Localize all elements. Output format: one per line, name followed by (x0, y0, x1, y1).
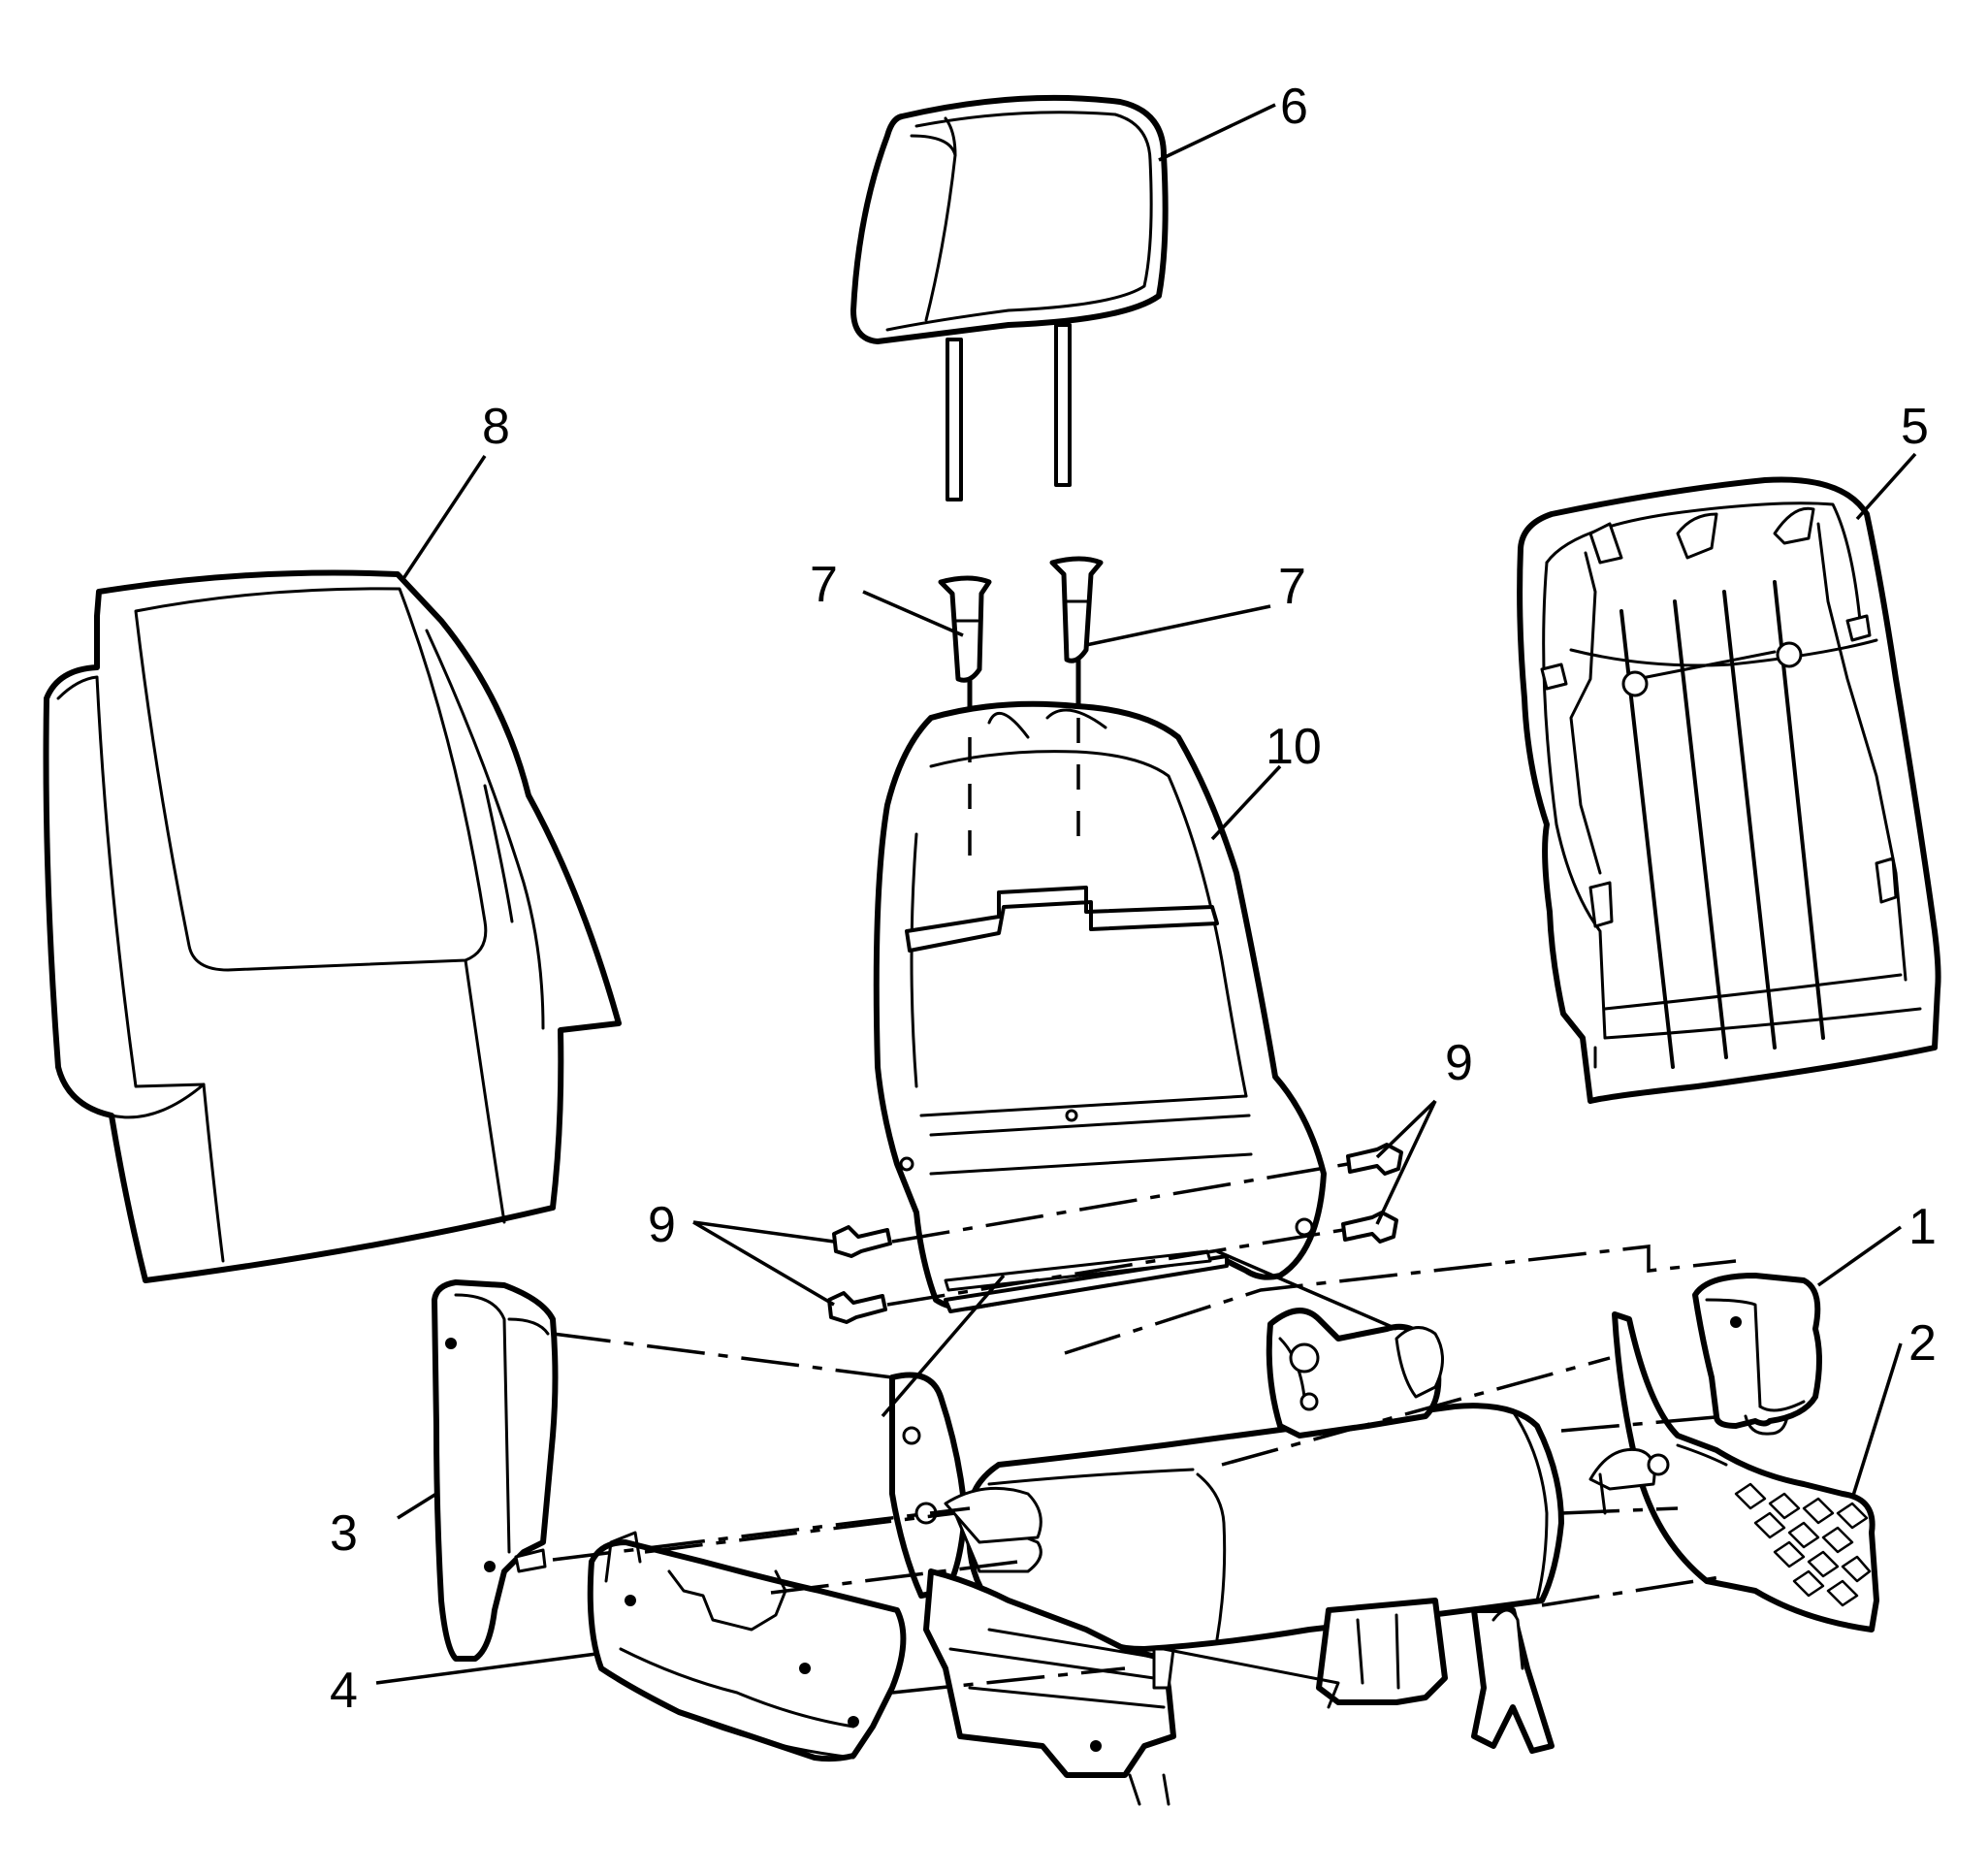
recliner-cover-3 (432, 1279, 559, 1662)
seat-cushion-assembly (889, 1308, 1564, 1806)
callout-9-right: 9 (1445, 1035, 1473, 1091)
callout-4: 4 (330, 1663, 358, 1719)
callout-10: 10 (1266, 719, 1322, 775)
seat-side-trim-2 (1588, 1311, 1879, 1633)
callout-6: 6 (1280, 79, 1308, 135)
seat-side-trim-4 (587, 1531, 907, 1762)
callout-labels: 6 8 5 7 7 10 9 9 1 2 3 4 (330, 79, 1937, 1719)
head-restraint-6 (850, 94, 1169, 501)
bolt-9-left-lower (827, 1291, 887, 1324)
callout-7-right: 7 (1278, 559, 1306, 615)
seat-back-panel-5 (1517, 476, 1941, 1104)
leader-lines (375, 103, 1917, 1685)
bolt-9-right-lower (1341, 1211, 1398, 1244)
callout-3: 3 (330, 1505, 358, 1562)
callout-7-left: 7 (810, 557, 838, 613)
bolt-9-left-upper (832, 1225, 892, 1258)
seat-back-cushion-8 (43, 569, 622, 1283)
callout-5: 5 (1901, 399, 1929, 455)
recliner-cover-1 (1692, 1273, 1822, 1436)
seat-back-frame-10 (873, 700, 1327, 1313)
callout-2: 2 (1908, 1315, 1937, 1372)
callout-9-left: 9 (648, 1197, 676, 1253)
bolt-9-right-upper (1346, 1143, 1403, 1176)
callout-1: 1 (1908, 1199, 1937, 1255)
alignment-lines (552, 718, 1737, 1695)
head-restraint-guide-7-right (1049, 556, 1104, 708)
callout-8: 8 (482, 399, 510, 455)
